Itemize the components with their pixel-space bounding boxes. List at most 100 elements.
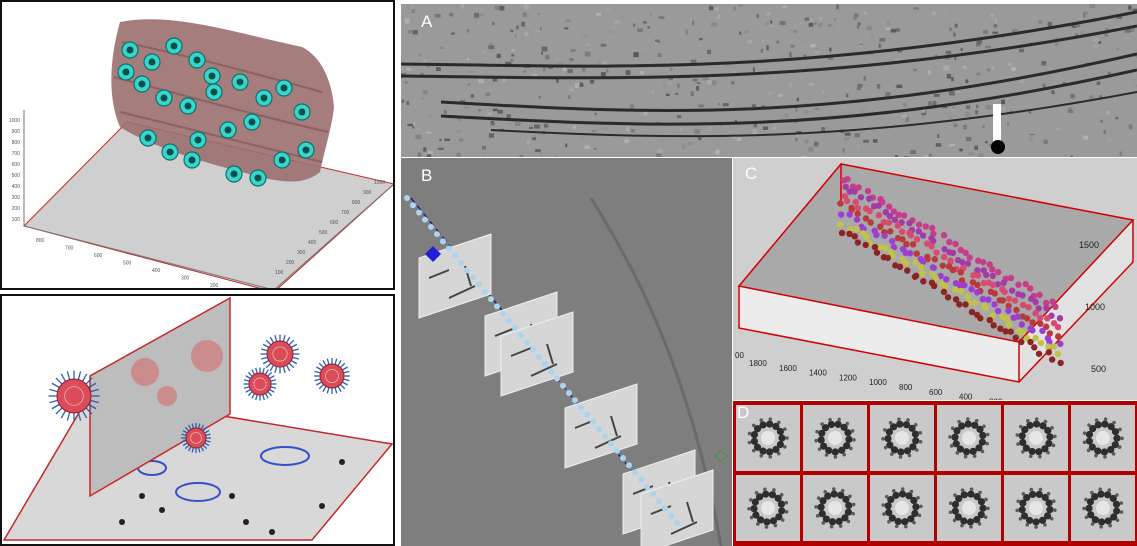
filament-point — [920, 258, 927, 265]
particle-core — [144, 134, 152, 142]
panel-d: D — [733, 401, 1137, 546]
filament-point — [873, 231, 880, 239]
filament-point — [867, 219, 874, 226]
path-dot — [620, 455, 626, 461]
filament-point — [1007, 274, 1015, 282]
filament-point — [1029, 327, 1036, 334]
filament-point — [1050, 343, 1058, 350]
path-dot — [656, 498, 662, 505]
path-dot — [518, 332, 524, 339]
filament-point — [1008, 287, 1016, 294]
filament-point — [949, 249, 957, 257]
filament-point — [1056, 315, 1064, 322]
floor-dot — [339, 459, 345, 465]
class-average — [870, 405, 934, 471]
path-dot — [410, 202, 416, 209]
virus-schematic — [2, 296, 393, 541]
filament-point — [989, 281, 997, 289]
filament-point — [1042, 299, 1050, 307]
path-dots — [404, 195, 680, 526]
filament-point — [956, 301, 963, 308]
virus — [181, 423, 211, 453]
filament-point — [977, 315, 984, 322]
path-dot — [446, 245, 452, 252]
particle-core — [280, 84, 288, 92]
filament-point — [980, 279, 988, 287]
y-tick-label: 800 — [352, 200, 361, 206]
filament-point — [986, 316, 994, 324]
x-tick-label: 1400 — [809, 369, 827, 378]
filament-point — [876, 243, 884, 251]
path-dot — [482, 288, 488, 295]
y-tick-label: 100 — [275, 270, 284, 276]
filament-point — [1001, 288, 1008, 296]
particle-core — [194, 136, 202, 144]
class-average — [1004, 475, 1068, 541]
path-dot — [476, 281, 482, 288]
class-average — [870, 475, 934, 541]
path-dot — [674, 520, 680, 526]
filament-point — [979, 295, 987, 303]
filament-point — [982, 271, 990, 279]
y-tick-label: 1500 — [1079, 240, 1099, 250]
filament-point — [862, 215, 870, 222]
filament-point — [982, 304, 989, 312]
floor-dots — [119, 459, 345, 535]
path-dot — [584, 411, 590, 418]
path-dot — [566, 390, 572, 396]
filament-point — [970, 272, 977, 279]
particle-core — [236, 78, 244, 86]
filament-point — [913, 250, 920, 257]
axis-tick-labels: 5001000150018001600140012001000800600400… — [735, 240, 1106, 400]
filament-point — [843, 197, 851, 205]
filament-point — [842, 183, 850, 191]
path-dot — [506, 317, 512, 324]
filament-point — [890, 243, 898, 251]
panel-c-label: C — [745, 164, 758, 183]
filament-point — [920, 278, 927, 285]
path-dot — [434, 231, 440, 238]
path-dot — [542, 361, 548, 368]
path-dot — [548, 368, 554, 375]
path-dot — [578, 404, 584, 411]
y-tick-label: 900 — [363, 190, 372, 196]
filament-point — [974, 281, 981, 289]
filament-point — [884, 254, 892, 262]
tomogram-strip — [401, 4, 1137, 157]
filament-point — [930, 264, 937, 272]
filament-points — [836, 175, 1064, 367]
class-average — [736, 475, 800, 541]
filament-point — [991, 290, 998, 297]
y-tick-label: 700 — [341, 210, 350, 216]
path-dot — [662, 505, 668, 512]
x-tick-label: 1800 — [749, 359, 767, 368]
class-average — [937, 475, 1001, 541]
filament-point — [862, 241, 869, 249]
bright-artifact — [993, 104, 1001, 144]
particle-core — [298, 108, 306, 116]
filament-point — [890, 208, 898, 215]
filament-point — [853, 225, 860, 233]
filament-point — [974, 267, 981, 274]
particle-core — [148, 58, 156, 66]
filament-point — [912, 259, 919, 266]
floor-dot — [119, 519, 125, 525]
panel-a: A — [401, 4, 1137, 157]
filament-point — [917, 263, 925, 271]
tick-labels: 1000900800700600500400300200100800700600… — [9, 118, 385, 288]
filament-point — [1019, 328, 1026, 336]
z-tick-label: 700 — [12, 151, 21, 157]
class-average — [803, 405, 867, 471]
filament-point — [959, 259, 966, 266]
filament-point — [964, 293, 971, 301]
filament-point — [932, 275, 940, 282]
virus-particles — [48, 334, 350, 453]
filament-point — [1000, 279, 1007, 287]
particle-core — [224, 126, 232, 134]
particle-core — [160, 94, 168, 102]
path-dot — [644, 483, 650, 490]
filament-point — [919, 270, 926, 277]
x-tick-label: 600 — [929, 388, 943, 397]
filament-point — [1045, 343, 1052, 350]
particle-core — [184, 102, 192, 110]
